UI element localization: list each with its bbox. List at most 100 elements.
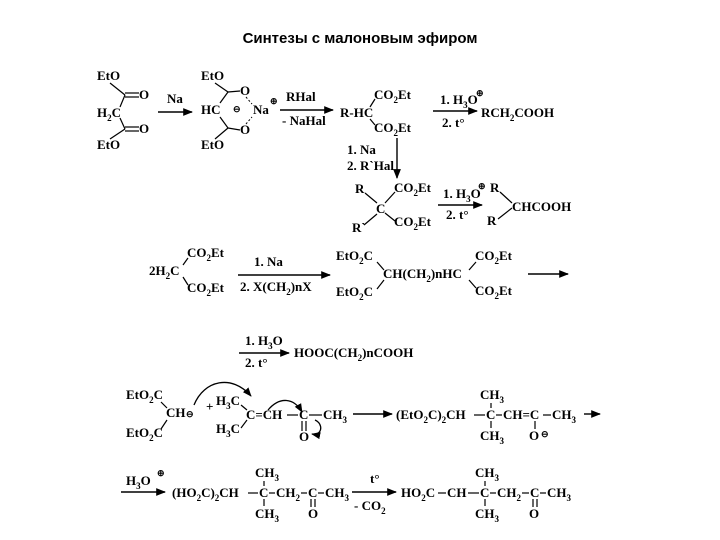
scheme-malonate-alkylation: EtO H2C EtO O O Na EtO O HC ⊖ Na ⊕ O EtO [97, 68, 571, 235]
ester-group-top: EtO [201, 68, 224, 83]
sodium-ion: Na [253, 102, 269, 117]
michael-adduct-enolate: (EtO2C)2CH C CH=C CH3 CH3 CH3 O ⊖ [396, 387, 577, 446]
bond [363, 213, 378, 226]
ester-group-bottom: EtO [97, 137, 120, 152]
malonate-anion: EtO2C CH ⊖ EtO2C [126, 387, 194, 443]
minus-charge: ⊖ [186, 409, 194, 419]
carboxyl-groups: (HO2C)2CH [172, 485, 239, 503]
diethyl-malonate: CO2Et 2H2C CO2Et [149, 245, 225, 298]
carbonyl-oxygen-bottom: O [139, 121, 149, 136]
methyl-group: CH3 [255, 506, 280, 524]
methylene-group: CH2 [276, 485, 301, 503]
oxygen: O [240, 122, 250, 137]
plus-charge: ⊕ [478, 181, 486, 191]
ester-group-top: CO2Et [475, 248, 513, 266]
ester-group-bottom: CO2Et [475, 283, 513, 301]
reagent-sodium: Na [167, 91, 183, 106]
bond [376, 261, 385, 271]
bond [369, 98, 376, 108]
ester-group-top: CO2Et [394, 180, 432, 198]
plus-charge: ⊕ [270, 96, 278, 106]
ester-group-top: CO2Et [374, 87, 412, 105]
carbanion-hc: HC [201, 102, 221, 117]
bis-malonate: EtO2C CH(CH2)nHC EtO2C CO2Et CO2Et [336, 248, 513, 302]
quaternary-carbon: C [480, 485, 489, 500]
sodium-enolate: EtO O HC ⊖ Na ⊕ O EtO [201, 68, 278, 152]
bond [219, 91, 229, 104]
unsaturated-ketone: H3C C=CH C CH3 H3C O [216, 393, 348, 444]
step-heating: 2. t° [446, 207, 469, 222]
methyl-group: H3C [216, 393, 240, 411]
bond [109, 128, 126, 140]
diethyl-malonate: EtO H2C EtO O O [97, 68, 149, 152]
product-disubstituted-acid: R R CHCOOH [487, 180, 571, 228]
methyl-group: CH3 [475, 506, 500, 524]
bond [369, 118, 376, 126]
alkene: C=CH [246, 407, 282, 422]
byproduct-sodium-halide: - NaHal [282, 113, 326, 128]
carbonyl-oxygen: O [299, 429, 309, 444]
alkyl-malonate: CO2Et R-HC CO2Et [340, 87, 412, 138]
electron-flow-arrow [267, 399, 303, 413]
enolate-oxygen: O [529, 428, 539, 443]
ester-group-top: EtO [97, 68, 120, 83]
scheme-hydrolysis-decarboxylation: H3O ⊕ (HO2C)2CH C CH2 C CH3 CH3 CH3 O t°… [121, 465, 572, 524]
methyl-group: H3C [216, 421, 240, 439]
bond [468, 261, 477, 271]
enolate-chain: CH=C [503, 407, 539, 422]
final-keto-acid: HO2C CH C CH2 C CH3 CH3 CH3 O [401, 465, 572, 524]
quaternary-carbon: C [376, 201, 385, 216]
minus-charge: ⊖ [541, 429, 549, 439]
methylene-group: 2H2C [149, 263, 180, 281]
product-dicarboxylic-acid: HOOC(CH2)nCOOH [294, 345, 413, 363]
bond [182, 257, 189, 266]
methine-group: CH [447, 485, 467, 500]
methyl-group: CH3 [480, 428, 505, 446]
product-carboxylic-acid: RCH2COOH [481, 105, 554, 123]
ester-group-bottom: EtO2C [126, 425, 163, 443]
bond [245, 96, 253, 105]
ester-groups: (EtO2C)2CH [396, 407, 466, 425]
bond [240, 404, 248, 411]
plus-charge: ⊕ [157, 468, 165, 478]
carboxyl-group: HO2C [401, 485, 435, 503]
bond [468, 279, 477, 289]
bond [384, 191, 396, 204]
acid-group: CHCOOH [512, 199, 571, 214]
bond [160, 401, 168, 409]
bond [376, 279, 385, 290]
reagent-hydronium: H3O [126, 473, 151, 491]
condition-heating: t° [370, 471, 380, 486]
electron-flow-arrow [193, 381, 252, 406]
oxygen: O [240, 83, 250, 98]
reagent-sodium: 1. Na [254, 254, 283, 269]
carbonyl-oxygen-top: O [139, 87, 149, 102]
ester-group-bottom: CO2Et [374, 120, 412, 138]
bond [384, 212, 396, 222]
bond [219, 116, 229, 129]
bond [119, 94, 126, 108]
carbonyl-oxygen: O [308, 506, 318, 521]
bond [119, 117, 126, 130]
ester-group-top: EtO2C [336, 248, 373, 266]
bond [160, 419, 168, 430]
methyl-group: CH3 [475, 465, 500, 483]
methyl-group: CH3 [323, 407, 348, 425]
bond [245, 116, 253, 125]
alkyl-methine: R-HC [340, 105, 373, 120]
bond [214, 82, 229, 93]
reagent-second-halide: 2. R`Hal [347, 158, 394, 173]
methyl-group: CH3 [552, 407, 577, 425]
linker-chain: CH(CH2)nHC [383, 266, 462, 284]
substituted-malonic-acid: (HO2C)2CH C CH2 C CH3 CH3 CH3 O [172, 465, 350, 524]
step-heating: 2. t° [442, 115, 465, 130]
plus-charge: ⊕ [476, 88, 484, 98]
electron-flow-arrow [311, 419, 322, 440]
carbonyl-carbon: C [299, 407, 308, 422]
carbonyl-carbon: C [308, 485, 317, 500]
carbonyl-oxygen: O [529, 506, 539, 521]
methyl-group: CH3 [255, 465, 280, 483]
reagent-sodium: 1. Na [347, 142, 376, 157]
plus-sign: + [206, 399, 213, 414]
minus-charge: ⊖ [233, 104, 241, 114]
